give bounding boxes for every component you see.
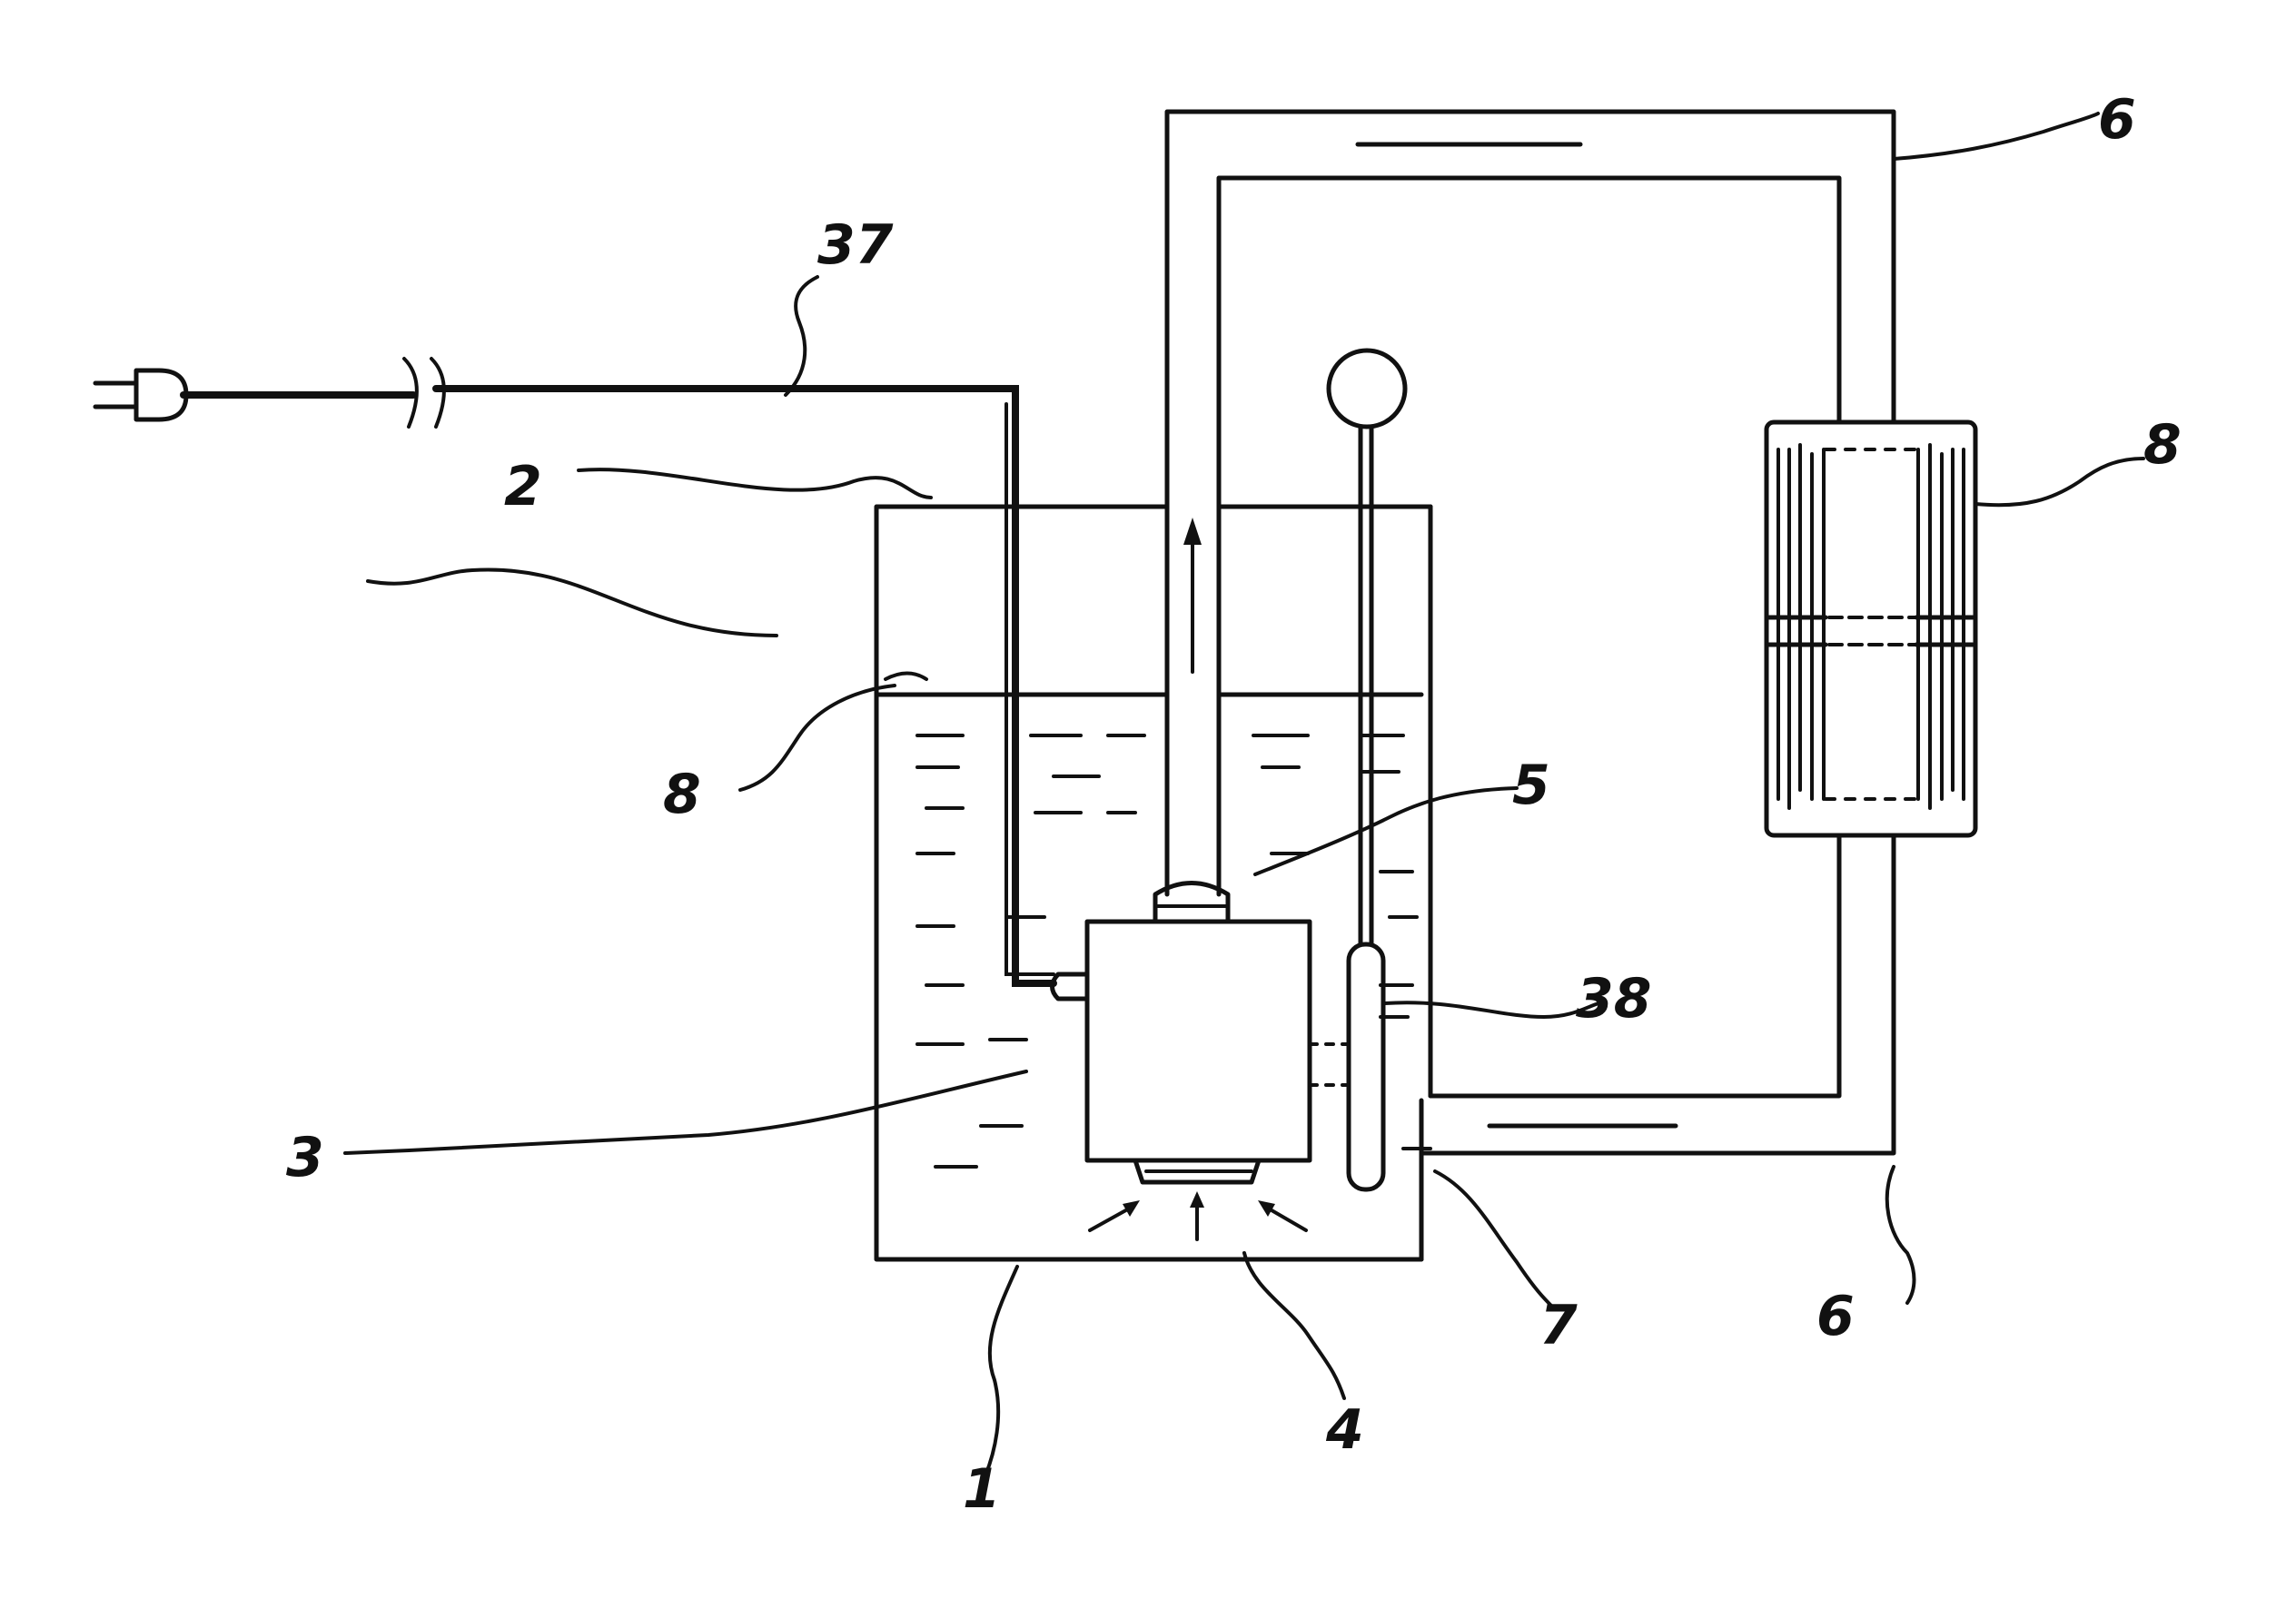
label-4: 4 — [1325, 1398, 1364, 1462]
plug-icon — [93, 368, 189, 422]
label-37: 37 — [817, 213, 894, 277]
label-8-left: 8 — [663, 763, 701, 826]
pump-inlet — [1133, 1158, 1262, 1185]
inlet-arrows — [1088, 1191, 1308, 1241]
power-cord — [93, 357, 1057, 987]
filter-unit — [1764, 419, 1978, 838]
label-5: 5 — [1512, 754, 1550, 817]
pump-outlet — [1153, 881, 1231, 924]
label-38: 38 — [1576, 967, 1652, 1031]
label-2: 2 — [504, 455, 542, 518]
cord-break-mark — [402, 357, 446, 429]
label-3: 3 — [286, 1126, 324, 1189]
label-6-bottom: 6 — [1816, 1285, 1855, 1348]
level-sensor — [1326, 348, 1408, 1192]
label-1: 1 — [963, 1457, 1001, 1521]
label-7: 7 — [1539, 1294, 1578, 1357]
leader-lines — [343, 112, 2145, 1477]
reference-labels: 1 2 3 4 5 6 6 7 8 8 37 38 — [286, 88, 2182, 1521]
pump — [1050, 881, 1351, 1185]
water-surface-mark — [884, 671, 928, 681]
label-8-right: 8 — [2143, 413, 2182, 477]
label-6-top: 6 — [2098, 88, 2136, 152]
flow-arrow-head — [1183, 518, 1202, 545]
pipe-loop — [1164, 109, 1896, 1156]
pump-connector — [1050, 972, 1090, 1001]
